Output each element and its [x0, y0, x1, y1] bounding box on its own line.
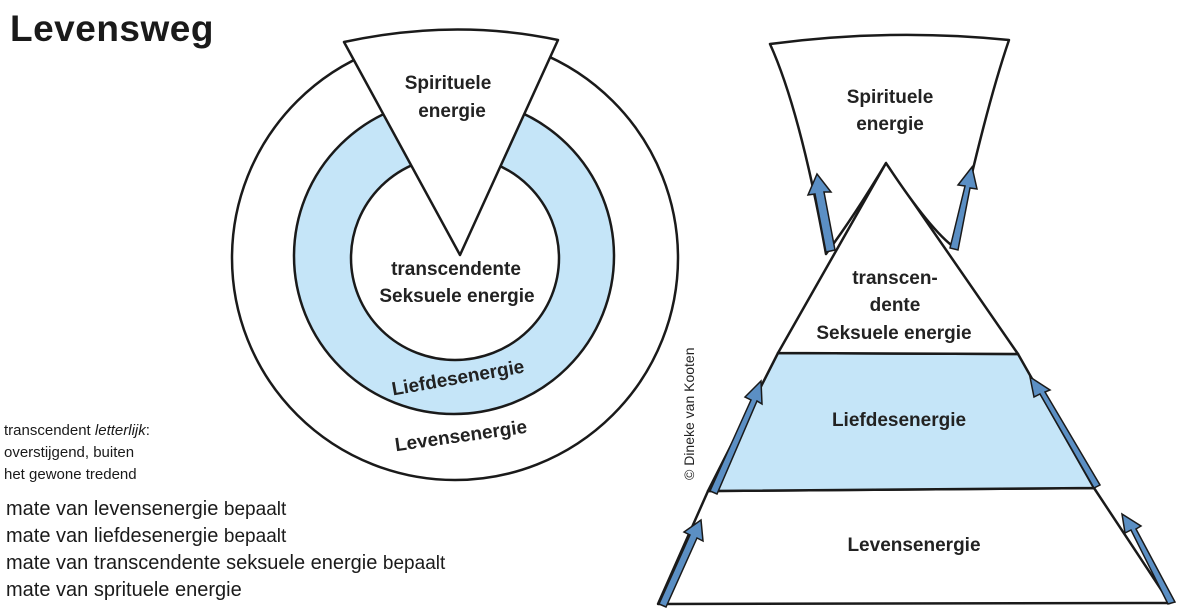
rule-verb: bepaalt	[223, 526, 287, 547]
rule-text: mate van transcendente seksuele energie	[6, 552, 378, 574]
definition-line-3: het gewone tredend	[4, 466, 137, 483]
circle-sex-label-1: transcendente	[391, 259, 521, 280]
arrow-icon	[1028, 375, 1102, 489]
rule-line: mate van liefdesenergie bepaalt	[6, 523, 445, 550]
pyramid-sex-label-3: Seksuele energie	[816, 323, 971, 344]
definition-emphasis: letterlijk	[94, 422, 146, 439]
rule-verb: bepaalt	[382, 553, 446, 574]
rule-text: mate van levensenergie	[6, 498, 219, 520]
definition-line-1: transcendent letterlijk:	[4, 420, 150, 442]
flow-arrows	[658, 165, 1177, 608]
arrow-icon	[806, 172, 836, 253]
circle-sex-label-2: Seksuele energie	[379, 286, 534, 307]
page-title: Levensweg	[10, 8, 214, 49]
sex-band	[776, 161, 1020, 356]
circle-diagram: Spirituele energie transcendente Seksuel…	[230, 28, 680, 482]
rule-line: mate van levensenergie bepaalt	[6, 496, 445, 523]
rule-text: mate van sprituele energie	[6, 579, 242, 601]
pyramid-spirit-label-2: energie	[856, 114, 924, 135]
pyramid-love-label: Liefdesenergie	[832, 410, 966, 431]
rule-line: mate van transcendente seksuele energie …	[6, 550, 445, 577]
definition-word: transcendent	[4, 422, 91, 439]
rule-verb: bepaalt	[223, 499, 287, 520]
rules-list: mate van levensenergie bepaalt mate van …	[6, 496, 445, 604]
definition-colon: :	[145, 422, 150, 439]
spirit-wedge	[342, 28, 560, 257]
copyright-label: © Dineke van Kooten	[681, 347, 697, 480]
rule-text: mate van liefdesenergie	[6, 525, 219, 547]
pyramid-diagram: Spirituele energie transcen- dente Seksu…	[656, 33, 1177, 608]
arrow-icon	[949, 165, 978, 251]
definition-line-2: overstijgend, buiten	[4, 444, 135, 461]
pyramid-spirit-label-1: Spirituele	[847, 87, 934, 108]
circle-spirit-label-2: energie	[418, 101, 486, 122]
rule-line: mate van sprituele energie	[6, 577, 445, 604]
pyramid-sex-label-1: transcen-	[852, 268, 938, 289]
circle-spirit-label-1: Spirituele	[405, 73, 492, 94]
definition-note: transcendent letterlijk: overstijgend, b…	[4, 420, 150, 486]
arrow-icon	[658, 518, 704, 608]
pyramid-life-label: Levensenergie	[847, 535, 980, 556]
arrow-icon	[709, 379, 763, 495]
pyramid-sex-label-2: dente	[870, 295, 921, 316]
arrow-icon	[1121, 512, 1177, 605]
